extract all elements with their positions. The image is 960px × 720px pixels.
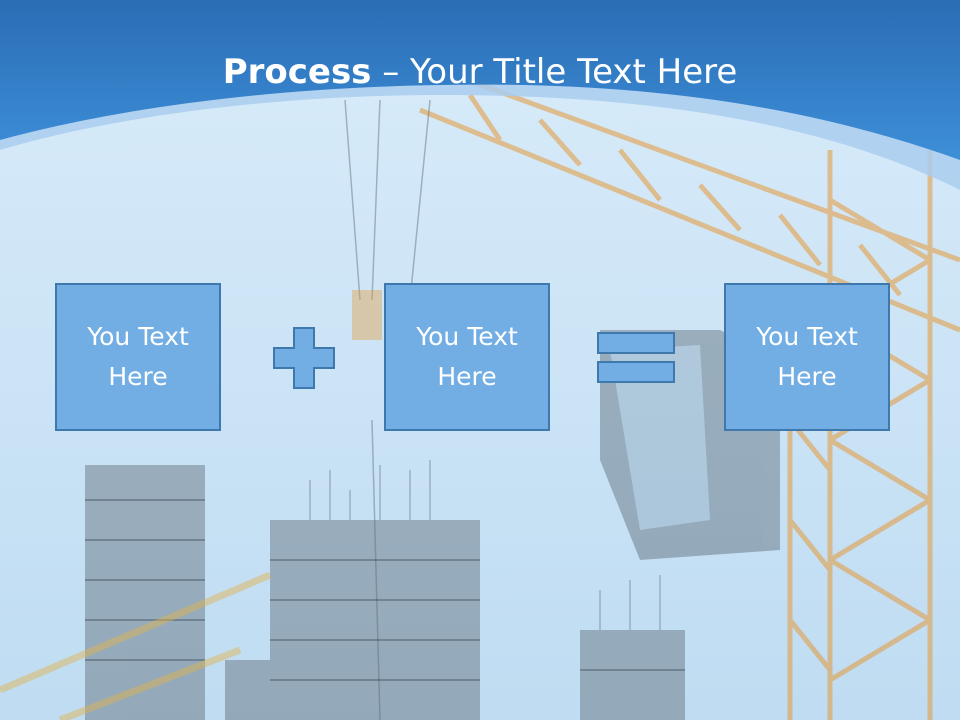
text-box-2-line2: Here <box>437 362 497 391</box>
text-box-3-line1: You Text <box>756 322 858 351</box>
crane-graphic <box>419 67 960 720</box>
text-box-1-line1: You Text <box>87 322 189 351</box>
text-box-2-line1: You Text <box>416 322 518 351</box>
text-box-1-line2: Here <box>108 362 168 391</box>
plus-icon <box>273 327 335 389</box>
beams-graphic <box>0 571 272 720</box>
text-box-3[interactable]: You Text Here <box>724 283 890 431</box>
title-rest: – Your Title Text Here <box>371 52 738 92</box>
title-bold: Process <box>222 52 372 92</box>
text-box-3-line2: Here <box>777 362 837 391</box>
building-floors <box>85 499 685 681</box>
slide-title: Process – Your Title Text Here <box>0 52 960 92</box>
crane-cables <box>344 99 431 720</box>
equals-icon <box>597 332 675 383</box>
text-box-2[interactable]: You Text Here <box>384 283 550 431</box>
text-box-1[interactable]: You Text Here <box>55 283 221 431</box>
rebar-lines <box>309 460 661 630</box>
buildings-graphic <box>85 465 685 720</box>
